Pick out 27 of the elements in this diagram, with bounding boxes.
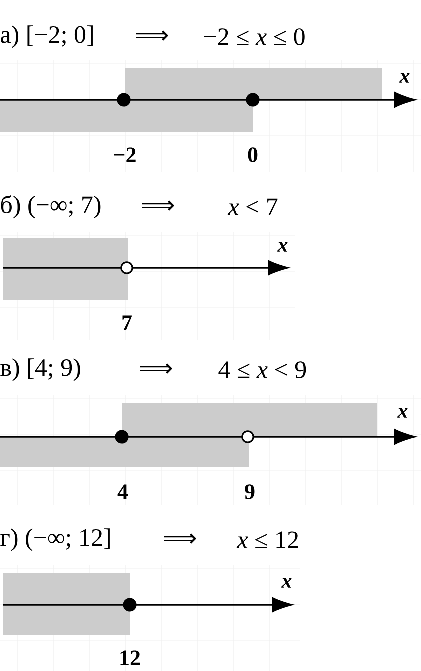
axis-label: x (398, 408, 408, 418)
tick-label: −2 (114, 148, 136, 162)
tick-label: 9 (245, 484, 255, 500)
axis-label: x (278, 242, 288, 252)
interval-notation: г) (−∞; 12] (0, 528, 110, 552)
inequality: x ≤ 12 (236, 532, 298, 548)
interval-notation: а) [−2; 0] (1, 26, 93, 48)
implies-symbol: ⟹ (164, 534, 196, 544)
shaded-region (0, 100, 253, 132)
shaded-region (125, 68, 382, 100)
implies-symbol: ⟹ (140, 364, 172, 374)
inequality: 4 ≤ x < 9 (218, 362, 306, 378)
inequality: x < 7 (228, 198, 278, 216)
axis-label: x (282, 578, 292, 588)
implies-symbol: ⟹ (142, 200, 174, 211)
shaded-region (0, 437, 249, 467)
shaded-region (122, 403, 377, 437)
tick-label: 7 (122, 316, 132, 330)
implies-symbol: ⟹ (136, 30, 168, 41)
tick-label: 4 (118, 484, 128, 500)
interval-notation: б) (−∞; 7) (1, 195, 101, 219)
shaded-region (3, 573, 130, 635)
shaded-region (3, 238, 128, 300)
tick-label: 12 (120, 650, 140, 666)
inequality: −2 ≤ x ≤ 0 (204, 28, 305, 46)
tick-label: 0 (248, 148, 258, 162)
interval-notation: в) [4; 9) (0, 358, 80, 382)
